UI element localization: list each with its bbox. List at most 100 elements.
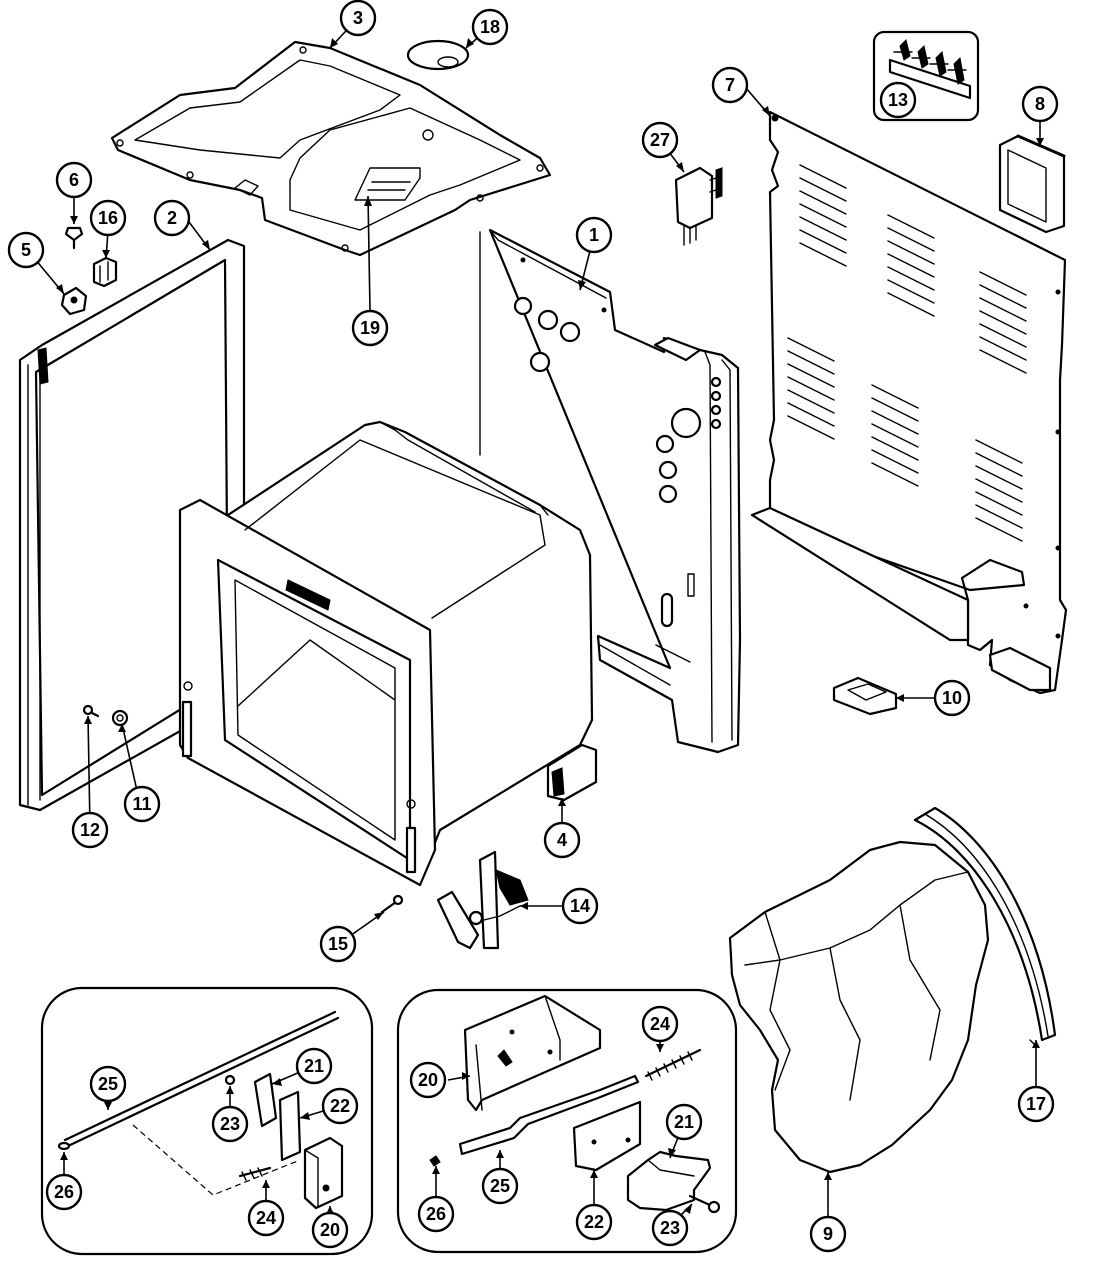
callout-c23a: 23 xyxy=(211,1105,249,1143)
callout-c24a: 24 xyxy=(247,1199,285,1237)
callout-circle xyxy=(319,925,357,963)
callout-c22a: 22 xyxy=(321,1087,359,1125)
callout-c20b: 20 xyxy=(409,1061,447,1099)
callout-label: 3 xyxy=(353,8,363,28)
callout-circle xyxy=(153,199,191,237)
callout-markers: 1234567891011121314151617181920202121222… xyxy=(7,0,1059,1253)
callout-c3: 3 xyxy=(339,0,377,37)
callout-label: 24 xyxy=(650,1014,670,1034)
callout-circle xyxy=(89,199,127,237)
part-10-bracket xyxy=(832,676,898,716)
part-1-side-panel xyxy=(479,228,742,754)
callout-c22b: 22 xyxy=(575,1203,613,1241)
callout-circle xyxy=(351,309,389,347)
callout-c14: 14 xyxy=(561,887,599,925)
callout-circle xyxy=(575,216,613,254)
callout-label: 1 xyxy=(589,225,599,245)
part-27-power-cord xyxy=(674,166,723,246)
callout-c25a: 25 xyxy=(89,1065,127,1103)
part-12-screw xyxy=(82,704,100,718)
callout-label: 21 xyxy=(674,1112,694,1132)
part-9-insulation xyxy=(728,840,990,1174)
callout-label: 23 xyxy=(220,1114,240,1134)
callout-c25b: 25 xyxy=(481,1167,519,1205)
callout-c13: 13 xyxy=(879,81,917,119)
callout-c5: 5 xyxy=(7,231,45,269)
callout-circle xyxy=(295,1047,333,1085)
callout-c6: 6 xyxy=(55,161,93,199)
callout-label: 14 xyxy=(570,896,590,916)
callout-circle xyxy=(481,1167,519,1205)
part-15-screw xyxy=(380,894,404,914)
callout-c2: 2 xyxy=(153,199,191,237)
callout-label: 20 xyxy=(320,1220,340,1240)
callout-circle xyxy=(575,1203,613,1241)
callout-circle xyxy=(1017,1085,1055,1123)
callout-label: 13 xyxy=(888,90,908,110)
callout-circle xyxy=(55,161,93,199)
callout-label: 7 xyxy=(725,75,735,95)
callout-circle xyxy=(417,1195,455,1233)
callout-label: 25 xyxy=(98,1074,118,1094)
callout-label: 12 xyxy=(80,820,100,840)
oven-cavity xyxy=(178,420,594,887)
callout-label: 18 xyxy=(480,17,500,37)
callout-label: 15 xyxy=(328,934,348,954)
callout-label: 5 xyxy=(21,240,31,260)
callout-circle xyxy=(561,887,599,925)
callout-c8: 8 xyxy=(1021,85,1059,123)
callout-label: 11 xyxy=(132,794,151,814)
part-16-bumper xyxy=(92,256,118,288)
callout-label: 25 xyxy=(490,1176,510,1196)
callout-c12: 12 xyxy=(71,811,109,849)
callout-label: 17 xyxy=(1026,1094,1046,1114)
part-5-clip xyxy=(60,286,88,316)
callout-label: 16 xyxy=(98,208,118,228)
callout-label: 22 xyxy=(330,1096,350,1116)
part-13-terminal-block xyxy=(872,30,980,122)
callout-circle xyxy=(641,1005,679,1043)
callout-label: 9 xyxy=(823,1224,833,1244)
callout-circle xyxy=(543,821,581,859)
part-4-bracket xyxy=(546,743,598,802)
part-11-bumper xyxy=(111,709,129,727)
callout-circle xyxy=(409,1061,447,1099)
callout-label: 26 xyxy=(54,1182,74,1202)
right-inset-latch-assembly xyxy=(396,988,738,1254)
callout-label: 23 xyxy=(660,1218,680,1238)
callout-c1: 1 xyxy=(575,216,613,254)
callout-c7: 7 xyxy=(711,66,749,104)
callout-circle xyxy=(471,8,509,46)
callout-circle xyxy=(321,1087,359,1125)
callout-label: 22 xyxy=(584,1212,604,1232)
callout-c19: 19 xyxy=(351,309,389,347)
callout-circle xyxy=(1021,85,1059,123)
part-7-vents xyxy=(787,164,1027,542)
callout-c26a: 26 xyxy=(45,1173,83,1211)
callout-circle xyxy=(641,121,679,159)
callout-label: 19 xyxy=(360,318,380,338)
callout-circle xyxy=(665,1103,703,1141)
callout-c9: 9 xyxy=(809,1215,847,1253)
callout-c21b: 21 xyxy=(665,1103,703,1141)
callout-label: 21 xyxy=(304,1056,324,1076)
callout-circle xyxy=(45,1173,83,1211)
part-17-seal xyxy=(913,806,1057,1046)
callout-circle xyxy=(933,679,971,717)
callout-circle xyxy=(71,811,109,849)
callout-circle xyxy=(89,1065,127,1103)
callout-circle xyxy=(311,1211,349,1249)
callout-c4: 4 xyxy=(543,821,581,859)
callout-circle xyxy=(123,785,161,823)
callout-circle xyxy=(211,1105,249,1143)
callout-c27: 27 xyxy=(641,121,679,159)
callout-label: 4 xyxy=(557,830,567,850)
callout-label: 27 xyxy=(650,130,670,150)
callout-c11: 11 xyxy=(123,785,161,823)
callout-label: 2 xyxy=(167,208,177,228)
callout-label: 10 xyxy=(942,688,962,708)
callout-c21a: 21 xyxy=(295,1047,333,1085)
callout-circle xyxy=(247,1199,285,1237)
callout-c20a: 20 xyxy=(311,1211,349,1249)
